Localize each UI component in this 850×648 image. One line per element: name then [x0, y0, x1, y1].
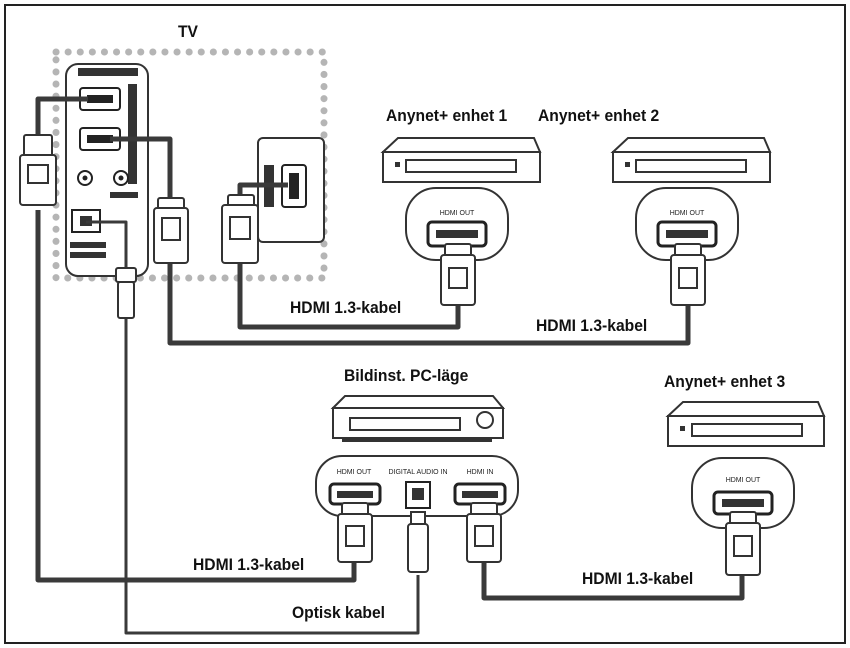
plug-tv2-window [161, 217, 181, 241]
cable-label-enhet3: HDMI 1.3-kabel [582, 569, 694, 588]
receiver-optical-core [412, 488, 424, 500]
device3-plug-window [733, 535, 753, 557]
tv-hdmi-port-2-slot [87, 135, 113, 143]
device2-plug-window [678, 267, 698, 289]
anynet-device-1-label: Anynet+ enhet 1 [386, 106, 508, 125]
tv-panel-side-strip [128, 84, 137, 184]
tv-hdmi-port-1-slot [87, 95, 113, 103]
device1-hdmi-slot [436, 230, 478, 238]
device3-hdmi-slot [722, 499, 764, 507]
receiver-optical-port [405, 481, 431, 509]
device3-top [665, 401, 826, 417]
receiver-tray [349, 417, 461, 431]
cables [35, 96, 745, 635]
receiver-hdmi-out-slot [337, 491, 373, 498]
cable-tv-to-enhet2 [167, 262, 691, 346]
receiver-device: HDMI OUT DIGITAL AUDIO IN HDMI IN [315, 395, 519, 573]
cable-tv-to-receiver [35, 210, 357, 583]
cable-receiver-to-enhet3 [481, 560, 745, 601]
receiver-plug-out-window [345, 525, 365, 547]
cable-label-receiver: HDMI 1.3-kabel [193, 555, 305, 574]
optical-cable-label: Optisk kabel [292, 603, 386, 622]
device3-led [680, 426, 685, 431]
receiver-optical-plug-body [407, 523, 429, 573]
receiver-digital-audio-label: DIGITAL AUDIO IN [388, 469, 447, 476]
cable-tv-to-receiver-top [35, 96, 88, 140]
receiver-optical-plug-head [410, 511, 426, 525]
device1-top [380, 137, 542, 153]
tv-optical-label-strip-2 [70, 252, 106, 258]
device3-port-label: HDMI OUT [726, 477, 761, 484]
tv-sound-jack-core [82, 175, 88, 181]
device1-port-label: HDMI OUT [440, 210, 475, 217]
device2-led [625, 162, 630, 167]
receiver-plug-in-window [474, 525, 494, 547]
tv-label: TV [178, 22, 198, 41]
cable-optical [124, 318, 420, 635]
receiver-hdmi-in-slot [462, 491, 498, 498]
cable-label-enhet1: HDMI 1.3-kabel [290, 298, 402, 317]
device3-tray [691, 423, 803, 437]
cable-label-enhet2: HDMI 1.3-kabel [536, 316, 648, 335]
tv-outline [52, 48, 328, 282]
plug-side-window [229, 216, 251, 240]
receiver-knob [476, 411, 494, 429]
device1-plug-window [448, 267, 468, 289]
receiver-hdmi-out-label: HDMI OUT [337, 469, 372, 476]
receiver-base [342, 438, 492, 442]
plugs [19, 134, 259, 319]
device2-tray [635, 159, 747, 173]
receiver-label: Bildinst. PC-läge [344, 366, 469, 385]
plug-tv1-window [27, 164, 49, 184]
plug-optical-tv-body [117, 281, 135, 319]
device1-tray [405, 159, 517, 173]
cable-tv-to-enhet2-top [110, 136, 173, 198]
tv-audio-label-strip [110, 192, 138, 198]
device1-led [395, 162, 400, 167]
cable-optical-top [86, 220, 128, 272]
plug-tv1-a [23, 134, 53, 158]
tv-audio-jack-core [118, 175, 124, 181]
anynet-device-3-label: Anynet+ enhet 3 [664, 372, 786, 391]
anynet-device-3: HDMI OUT [665, 401, 826, 576]
tv-optical-label-strip-1 [70, 242, 106, 248]
tv-side-hdmi-slot [289, 173, 299, 199]
cable-side-to-enhet1 [237, 260, 461, 330]
plug-optical-tv-a [115, 267, 137, 283]
cable-side-top [237, 182, 288, 195]
device2-port-label: HDMI OUT [670, 210, 705, 217]
device2-hdmi-slot [666, 230, 708, 238]
anynet-device-1: HDMI OUT [380, 137, 542, 306]
anynet-device-2-label: Anynet+ enhet 2 [538, 106, 660, 125]
anynet-device-2: HDMI OUT [610, 137, 772, 306]
receiver-hdmi-in-label: HDMI IN [467, 469, 494, 476]
device2-top [610, 137, 772, 153]
tv-panel-header [78, 68, 138, 76]
receiver-top [330, 395, 506, 409]
